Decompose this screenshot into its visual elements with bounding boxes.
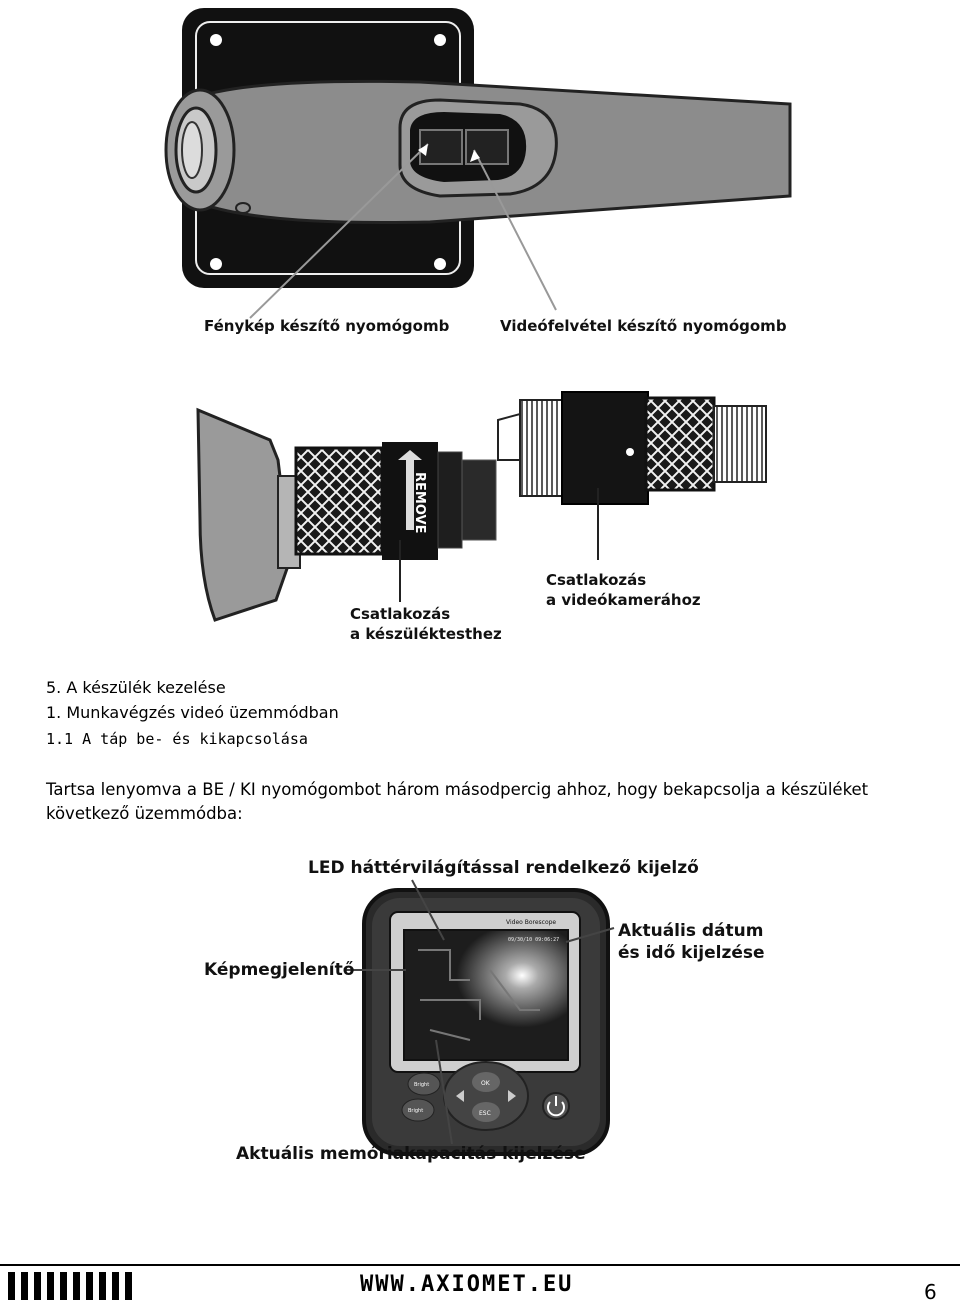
date-time-line1: Aktuális dátum: [618, 921, 764, 941]
image-display-label: Képmegjelenítő: [204, 960, 355, 980]
camera-connection-label: Csatlakozás a videókamerához: [546, 570, 701, 610]
remove-label: REMOVE: [412, 472, 427, 533]
right-arrow-icon[interactable]: [508, 1090, 516, 1102]
bright-down-label: Bright: [408, 1108, 423, 1114]
memory-capacity-label: Aktuális memóriakapacitás kijelzése: [236, 1144, 586, 1164]
bright-down-button[interactable]: [401, 1098, 435, 1122]
camera-connector-body: [561, 391, 649, 505]
handle-figure: [164, 8, 792, 319]
lens-cone: [196, 407, 292, 622]
connector-figure: REMOVE: [196, 391, 767, 622]
video-button-label: Videófelvétel készítő nyomógomb: [500, 317, 787, 335]
left-arrow-icon[interactable]: [456, 1090, 464, 1102]
section-heading-1-1: 1.1 A táp be- és kikapcsolása: [46, 730, 308, 748]
device-figure: Video Borescope 09/30/10 09:06:27 Bright…: [346, 879, 615, 1156]
screw-icon: [210, 258, 222, 270]
screen-title: Video Borescope: [506, 919, 556, 926]
knurled-collar-right: [644, 396, 716, 492]
lcd-screen: [403, 929, 569, 1061]
photo-button-label: Fénykép készítő nyomógomb: [204, 317, 450, 335]
ok-label: OK: [481, 1080, 491, 1087]
footer-rule: [0, 1264, 960, 1266]
screw-icon: [434, 34, 446, 46]
led-display-label: LED háttérvilágítással rendelkező kijelz…: [308, 858, 699, 878]
footer-url: WWW.AXIOMET.EU: [360, 1272, 574, 1297]
device-connection-line2: a készüléktesthez: [350, 625, 502, 643]
instruction-paragraph: Tartsa lenyomva a BE / KI nyomógombot há…: [46, 780, 869, 823]
esc-label: ESC: [479, 1110, 491, 1117]
bright-up-label: Bright: [414, 1082, 429, 1088]
screw-icon: [210, 34, 222, 46]
screw-icon: [434, 258, 446, 270]
power-icon: [547, 1101, 565, 1117]
date-time-line2: és idő kijelzése: [618, 943, 765, 963]
device-connection-label: Csatlakozás a készüléktesthez: [350, 604, 502, 644]
section-heading-1: 1. Munkavégzés videó üzemmódban: [46, 703, 339, 722]
bright-up-button[interactable]: [407, 1072, 441, 1096]
page-number: 6: [924, 1280, 937, 1304]
camera-connection-line2: a videókamerához: [546, 591, 701, 609]
screen-time: 09/30/10 09:06:27: [508, 937, 559, 943]
ok-button[interactable]: [472, 1072, 500, 1092]
esc-button[interactable]: [472, 1102, 500, 1122]
camera-connection-line1: Csatlakozás: [546, 571, 647, 589]
device-connection-line1: Csatlakozás: [350, 605, 451, 623]
knurled-collar-left: [294, 446, 384, 556]
footer-logo-bars: [8, 1272, 132, 1300]
date-time-label: Aktuális dátum és idő kijelzése: [618, 920, 765, 964]
section-heading-5: 5. A készülék kezelése: [46, 678, 226, 697]
